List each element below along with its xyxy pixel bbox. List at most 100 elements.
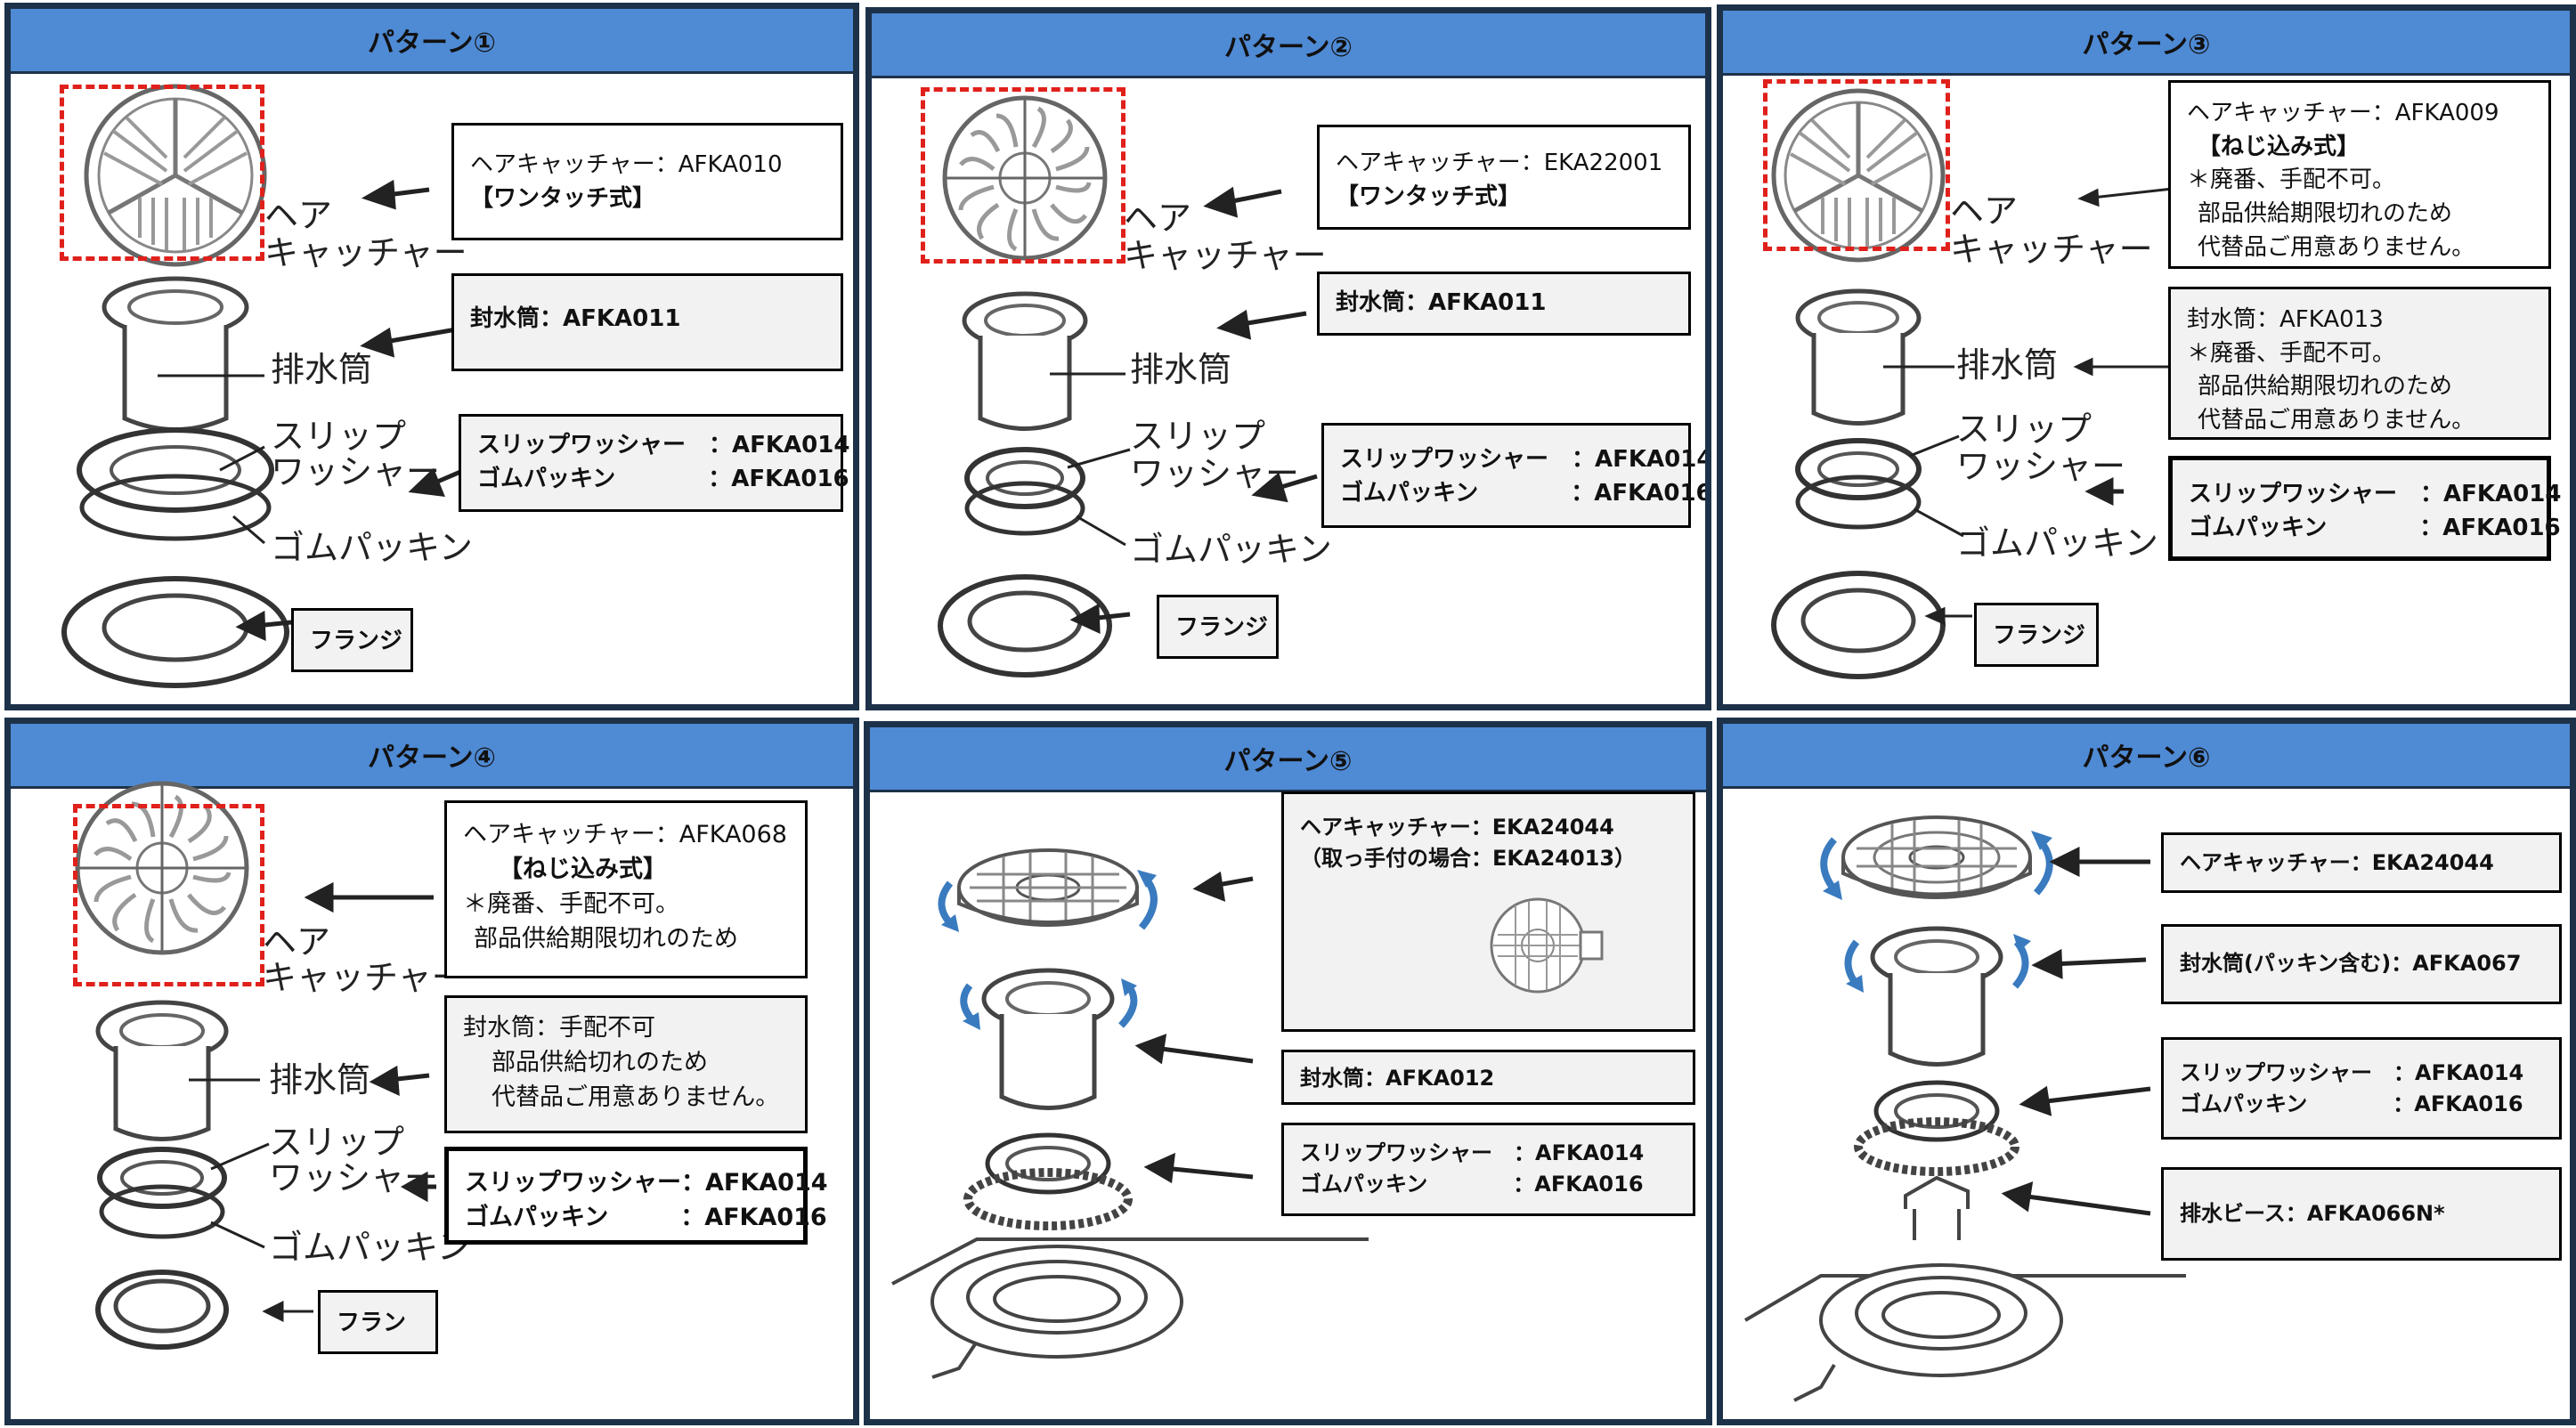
box-line: 【ワンタッチ式】 [470,184,656,212]
slip-washer-drawing [77,427,274,541]
part-box-drain-bead: 排水ビース：AFKA066N* [2161,1167,2562,1261]
slip-washer-drawing [97,1147,227,1239]
pattern-panel-3: パターン③ [1717,4,2576,710]
part-box-hair-catcher: ヘアキャッチャー：EKA22001 【ワンタッチ式】 [1317,125,1691,230]
label-drain-tube: 排水筒 [1956,345,2059,385]
box-line: ゴムパッキン ：AFKA016 [1340,479,1711,507]
label-hair-catcher-line2: キャッチャー [1124,236,1327,275]
box-line: 封水筒：AFKA011 [1336,289,1547,316]
box-line: スリップワッシャー ：AFKA014 [1300,1140,1645,1165]
part-box-slip-washer: スリップワッシャー ：AFKA014 ゴムパッキン ：AFKA016 [1321,423,1711,528]
box-line: 封水筒：AFKA013 [2187,306,2384,333]
pattern-panel-2: パターン② [865,7,1711,710]
box-line: 封水筒：AFKA011 [470,305,681,332]
box-line: ヘアキャッチャー：AFKA010 [470,151,783,178]
parts-diagram [61,84,461,688]
slip-washer-drawing [1854,1080,2019,1176]
flange-drawing [1771,571,1946,679]
panel-title: パターン④ [11,724,853,789]
label-drain-tube: 排水筒 [271,350,373,389]
pattern-panel-6: パターン⑥ [1717,718,2576,1425]
label-gasket: ゴムパッキン [269,1228,471,1267]
label-slip-line1: スリップ [1130,417,1266,456]
box-line: ＊廃番、手配不可。 [463,890,679,919]
parts-diagram [891,848,1369,1379]
box-line: ゴムパッキン ：AFKA016 [2189,514,2561,541]
box-line: 封水筒(パッキン含む)：AFKA067 [2180,951,2522,976]
part-box-flange: フランジ [1157,595,1279,659]
part-box-trap: 封水筒：AFKA011 [1317,272,1691,336]
label-hair-catcher-line1: ヘア [263,922,331,961]
box-line: ヘアキャッチャー：EKA22001 [1336,150,1663,176]
drain-tube-drawing [102,276,249,432]
panel-title: パターン② [872,13,1705,78]
label-gasket: ゴムパッキン [271,528,473,567]
label-slip-line2: ワッシャー [271,452,441,491]
box-line: スリップワッシャー ：AFKA014 [2189,481,2562,507]
box-line: 封水筒：AFKA012 [1300,1066,1495,1091]
label-gasket: ゴムパッキン [1956,523,2158,563]
handle-type-hair-catcher-image [1490,897,1604,994]
panel-title: パターン⑤ [870,727,1706,792]
part-box-hair-catcher: ヘアキャッチャー：AFKA068 【ねじ込み式】 ＊廃番、手配不可。 部品供給期… [444,800,808,978]
box-line: 部品供給期限切れのため [474,925,738,953]
box-line: 部品供給切れのため [492,1049,708,1077]
label-hair-catcher-line2: キャッチャー [1950,230,2153,269]
slip-washer-drawing [964,447,1085,536]
label-slip-line2: ワッシャー [269,1158,439,1197]
box-line: 代替品ご用意ありません。 [2198,407,2475,434]
label-hair-catcher-line2: キャッチャー [264,233,467,272]
box-line: ゴムパッキン ：AFKA016 [465,1204,827,1232]
box-line: 部品供給期限切れのため [2198,200,2453,228]
part-box-hair-catcher: ヘアキャッチャー：EKA24044 （取っ手付の場合：EKA24013） [1281,791,1695,1032]
label-hair-catcher-line2: キャッチャー [263,958,466,997]
box-line: 部品供給期限切れのため [2198,373,2453,401]
drain-tube-drawing [95,1000,229,1141]
box-line: フランジ [1175,614,1269,641]
parts-diagram [1771,88,2174,679]
box-line: スリップワッシャー ：AFKA014 [477,432,850,458]
drain-tube-drawing [1795,288,1922,426]
part-box-slip-washer: スリップワッシャー ：AFKA014 ゴムパッキン ：AFKA016 [2168,456,2562,561]
parts-diagram [1743,815,2186,1402]
part-box-flange: フランジ [291,608,413,672]
box-line: 代替品ご用意ありません。 [2198,233,2475,261]
box-line: 排水ビース：AFKA066N* [2180,1201,2445,1226]
box-line: ヘアキャッチャー：EKA24044 [1300,815,1614,840]
pattern-panel-5: パターン⑤ [864,721,1712,1425]
slip-washer-drawing [963,1132,1133,1230]
parts-diagram [75,781,436,1350]
highlight-frame [73,804,264,986]
drain-bead-drawing [1904,1175,1970,1240]
hair-catcher-drawing [957,848,1139,927]
box-line: ＊廃番、手配不可。 [2187,339,2396,367]
part-box-trap: 封水筒：手配不可 部品供給切れのため 代替品ご用意ありません。 [444,995,808,1133]
drain-tube-drawing [962,291,1088,431]
box-line: フランジ [310,628,403,654]
part-box-trap: 封水筒：AFKA011 [451,273,843,371]
hair-catcher-drawing [84,84,267,267]
part-box-hair-catcher: ヘアキャッチャー：EKA24044 [2161,832,2562,893]
part-box-hair-catcher: ヘアキャッチャー：AFKA009 【ねじ込み式】 ＊廃番、手配不可。 部品供給期… [2168,80,2551,269]
slip-washer-drawing [1795,438,1922,530]
floor-drain-drawing [1743,1263,2186,1402]
box-line: ヘアキャッチャー：AFKA068 [463,821,787,848]
box-line: （取っ手付の場合：EKA24013） [1300,845,1637,871]
hair-catcher-drawing [75,781,249,955]
part-box-trap: 封水筒(パッキン含む)：AFKA067 [2161,924,2562,1004]
box-line: ゴムパッキン ：AFKA016 [477,465,849,492]
box-line: スリップワッシャー ：AFKA014 [1340,446,1711,473]
box-line: ゴムパッキン ：AFKA016 [2180,1091,2523,1116]
part-box-trap: 封水筒：AFKA012 [1281,1050,1695,1105]
drain-tube-drawing [1870,926,2003,1067]
label-hair-catcher-line1: ヘア [264,196,333,235]
box-line: ＊廃番、手配不可。 [2187,166,2396,194]
part-box-slip-washer: スリップワッシャー：AFKA014 ゴムパッキン ：AFKA016 [444,1147,828,1245]
box-line: スリップワッシャー：AFKA014 [465,1169,828,1197]
flange-drawing [95,1270,229,1350]
panel-title: パターン③ [1723,11,2570,76]
label-slip-line1: スリップ [271,417,407,456]
label-hair-catcher-line1: ヘア [1950,191,2019,231]
box-line: ゴムパッキン ：AFKA016 [1300,1171,1644,1197]
panel-title: パターン⑥ [1723,724,2570,789]
